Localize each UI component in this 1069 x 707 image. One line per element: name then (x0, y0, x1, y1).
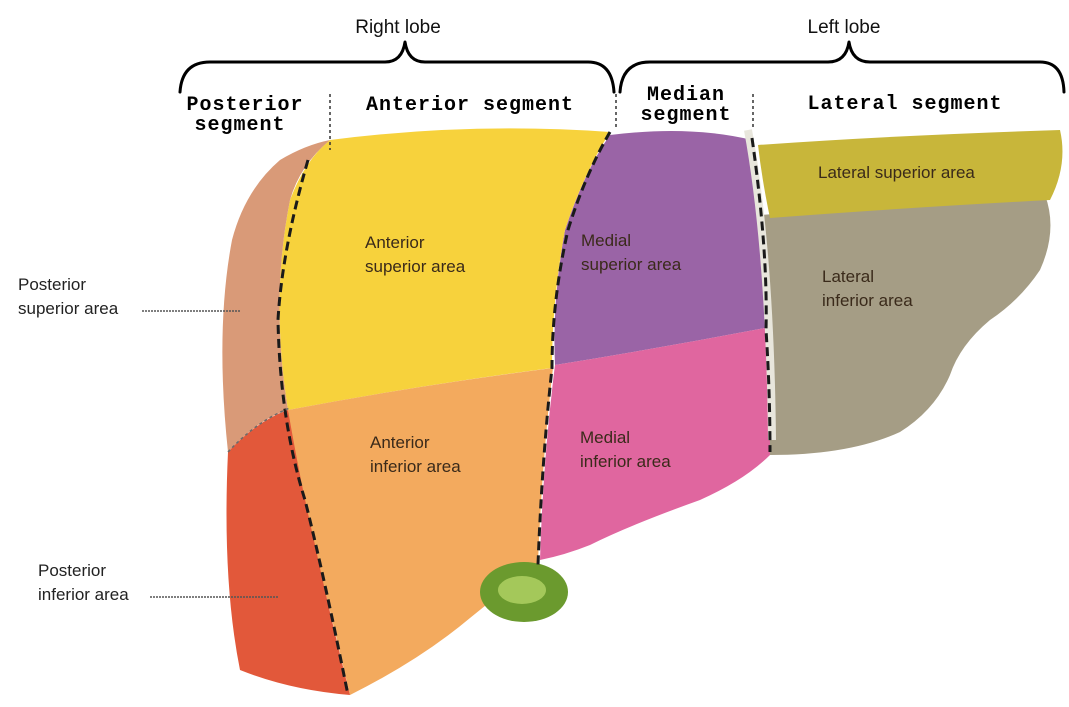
posterior-area-divider (227, 407, 291, 453)
right-lobe-label: Right lobe (355, 17, 441, 38)
anterior-medial-boundary (536, 131, 612, 566)
medial-inferior-label-line2: inferior area (580, 452, 671, 471)
region-anterior-superior (279, 128, 610, 410)
anterior-segment-label: Anterior segment (366, 94, 574, 117)
region-medial-superior (554, 131, 766, 365)
region-lateral-superior (758, 130, 1063, 218)
region-anterior-inferior (288, 368, 553, 695)
anterior-superior-label-line1: Anterior (365, 233, 425, 252)
anterior-inferior-label-line1: Anterior (370, 433, 430, 452)
medial-inferior-label-line1: Medial (580, 428, 630, 447)
region-posterior-inferior (226, 410, 350, 695)
gallbladder (480, 562, 568, 622)
lateral-segment-label: Lateral segment (807, 93, 1002, 116)
posterior-inferior-callout-line1: Posterior (38, 561, 106, 580)
median-segment-label-line2: segment (640, 104, 731, 127)
posterior-segment-label-line2: segment (194, 114, 285, 137)
left-lobe-bracket (618, 40, 1066, 94)
medial-superior-label-line1: Medial (581, 231, 631, 250)
lateral-inferior-label-line2: inferior area (822, 291, 913, 310)
lateral-inferior-label-line1: Lateral (822, 267, 874, 286)
lobe-brackets (178, 40, 1066, 94)
posterior-superior-callout-line2: superior area (18, 299, 119, 318)
lateral-superior-label: Lateral superior area (818, 163, 975, 182)
liver-regions (222, 128, 1063, 695)
region-lateral-inferior (760, 195, 1051, 455)
median-segment-label-line1: Median (647, 84, 725, 107)
medial-superior-label-line2: superior area (581, 255, 682, 274)
posterior-superior-callout-line1: Posterior (18, 275, 86, 294)
posterior-anterior-boundary (276, 159, 350, 696)
anterior-inferior-label-line2: inferior area (370, 457, 461, 476)
anterior-superior-label-line2: superior area (365, 257, 466, 276)
left-lobe-label: Left lobe (808, 17, 881, 38)
posterior-segment-label-line1: Posterior (186, 94, 303, 117)
region-medial-inferior (540, 328, 770, 560)
segment-boundaries (227, 131, 772, 696)
right-lobe-bracket (178, 40, 616, 94)
medial-lateral-boundary (750, 137, 772, 453)
region-posterior-superior (222, 140, 330, 452)
posterior-inferior-callout-line2: inferior area (38, 585, 129, 604)
